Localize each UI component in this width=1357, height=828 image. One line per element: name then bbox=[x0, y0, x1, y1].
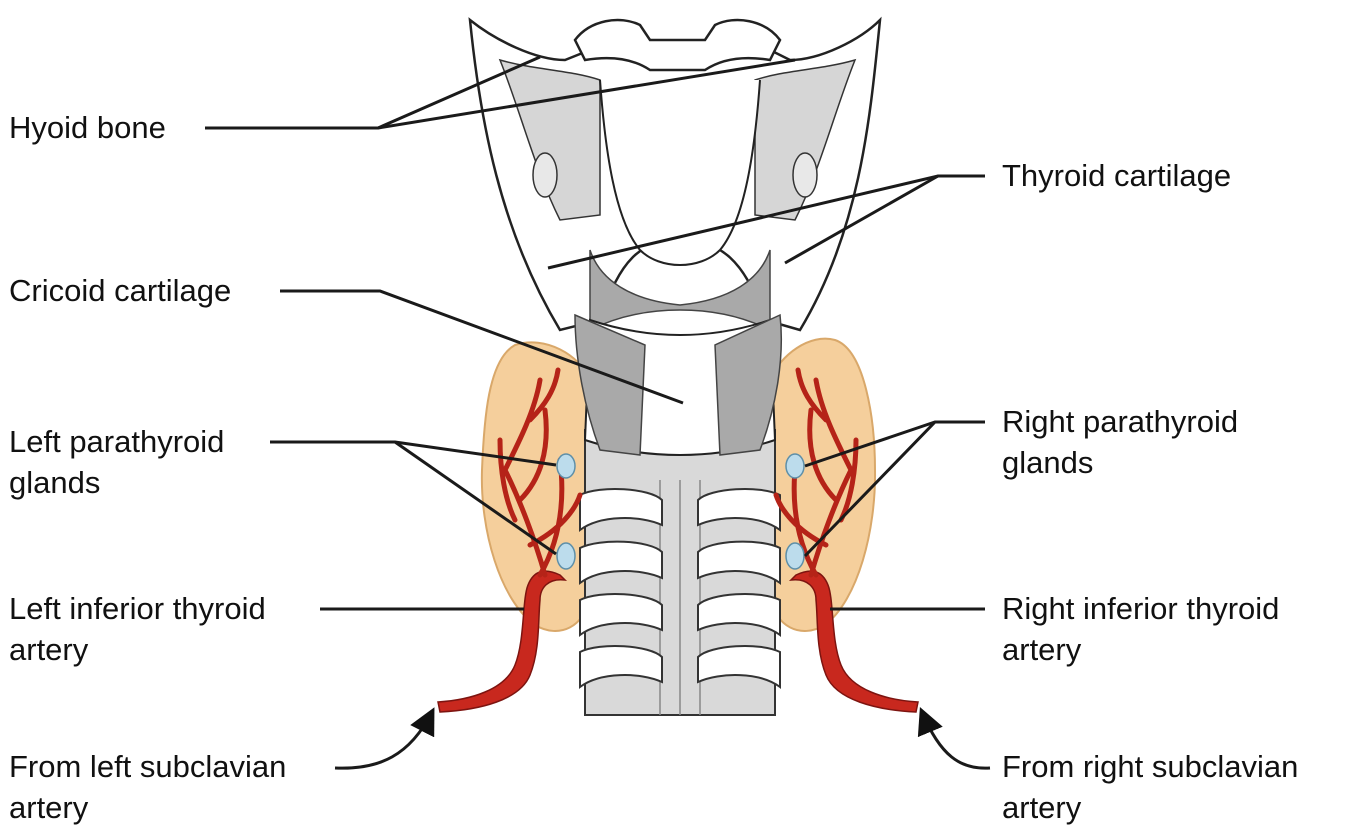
label-hyoid-bone-text: Hyoid bone bbox=[9, 107, 166, 148]
label-from-right-subclavian: From right subclavian artery bbox=[1002, 746, 1298, 828]
label-left-parathyroid: Left parathyroid glands bbox=[9, 421, 224, 503]
left-superior-parathyroid bbox=[557, 454, 575, 478]
label-right-parathyroid-line1: Right parathyroid bbox=[1002, 401, 1238, 442]
left-inferior-parathyroid bbox=[557, 543, 575, 569]
label-cricoid-cartilage-text: Cricoid cartilage bbox=[9, 270, 231, 311]
right-superior-parathyroid bbox=[786, 454, 804, 478]
label-cricoid-cartilage: Cricoid cartilage bbox=[9, 270, 231, 311]
label-left-inferior-line1: Left inferior thyroid bbox=[9, 588, 266, 629]
label-thyroid-cartilage: Thyroid cartilage bbox=[1002, 155, 1231, 196]
arrow-right-subclavian bbox=[922, 712, 990, 768]
label-from-right-subclavian-line2: artery bbox=[1002, 787, 1298, 828]
label-left-inferior-thyroid-artery: Left inferior thyroid artery bbox=[9, 588, 266, 670]
label-right-parathyroid-line2: glands bbox=[1002, 442, 1238, 483]
label-from-left-subclavian-line1: From left subclavian bbox=[9, 746, 286, 787]
arrow-left-subclavian bbox=[335, 712, 432, 768]
right-inferior-parathyroid bbox=[786, 543, 804, 569]
label-from-right-subclavian-line1: From right subclavian bbox=[1002, 746, 1298, 787]
cricoid-cartilage-shape bbox=[575, 315, 781, 455]
label-right-parathyroid: Right parathyroid glands bbox=[1002, 401, 1238, 483]
label-thyroid-cartilage-text: Thyroid cartilage bbox=[1002, 155, 1231, 196]
label-right-inferior-line2: artery bbox=[1002, 629, 1279, 670]
label-from-left-subclavian: From left subclavian artery bbox=[9, 746, 286, 828]
label-right-inferior-thyroid-artery: Right inferior thyroid artery bbox=[1002, 588, 1279, 670]
trachea bbox=[580, 430, 780, 715]
label-left-parathyroid-line1: Left parathyroid bbox=[9, 421, 224, 462]
label-from-left-subclavian-line2: artery bbox=[9, 787, 286, 828]
label-left-parathyroid-line2: glands bbox=[9, 462, 224, 503]
label-left-inferior-line2: artery bbox=[9, 629, 266, 670]
label-right-inferior-line1: Right inferior thyroid bbox=[1002, 588, 1279, 629]
label-hyoid-bone: Hyoid bone bbox=[9, 107, 166, 148]
